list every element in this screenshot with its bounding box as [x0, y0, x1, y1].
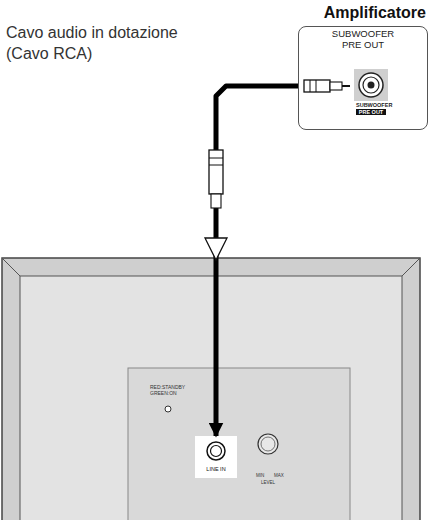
rca-jack [359, 73, 383, 97]
rca-cable [216, 86, 298, 436]
cable-caption: Cavo audio in dotazione [6, 24, 178, 42]
jack-label: SUBWOOFER [356, 102, 386, 108]
input-label: LINE IN [197, 466, 235, 472]
standby-led [165, 406, 171, 412]
line-in-ground [195, 436, 237, 478]
plug-ring [316, 80, 317, 92]
bevel-line [402, 258, 420, 276]
level-scale: MIN [256, 473, 264, 478]
direction-triangle [205, 238, 227, 260]
line-in-jack-ring [211, 446, 222, 457]
output-label: SUBWOOFER PRE OUT [325, 29, 401, 51]
line-in-jack [207, 442, 225, 460]
rca-jack-pin [368, 82, 375, 89]
led-label: RED:STANDBY GREEN:ON [150, 385, 188, 397]
cable-caption: (Cavo RCA) [6, 45, 92, 63]
line-in-panel: LINE IN [195, 436, 237, 478]
level-knob [258, 434, 278, 454]
level-scale: MAX [274, 473, 284, 478]
plug-ring [209, 165, 223, 166]
jack-label: SUBWOOFER [356, 102, 386, 108]
rca-plug-body [304, 80, 330, 92]
level-scale: MIN [256, 463, 264, 481]
rca-plug-body [209, 150, 223, 194]
cable-caption: (Cavo RCA) [6, 45, 92, 63]
terminal-plate [128, 368, 350, 520]
amplifier-ground [298, 26, 428, 130]
level-scale: MAX [274, 463, 284, 481]
rca-jack-ring [363, 77, 379, 93]
level-knob-ring [261, 437, 275, 451]
plug-ring [209, 158, 223, 159]
jack-label: PRE OUT [356, 109, 386, 115]
subwoofer-housing [2, 258, 420, 520]
jack-plate [354, 69, 388, 101]
node-heading: Amplificatore [321, 3, 429, 23]
rca-plug-sleeve [211, 194, 221, 208]
bevel-line [2, 258, 20, 276]
led-label: RED:STANDBY GREEN:ON [150, 385, 188, 397]
cable-caption: Cavo audio in dotazione [6, 24, 178, 42]
knob-label: LEVEL [261, 470, 275, 488]
rca-plug-sleeve [330, 82, 342, 90]
rca-plug-tip [342, 85, 350, 87]
knob-label: LEVEL [261, 480, 275, 485]
jack-label: PRE OUT [356, 109, 386, 115]
plug-ring [310, 80, 311, 92]
